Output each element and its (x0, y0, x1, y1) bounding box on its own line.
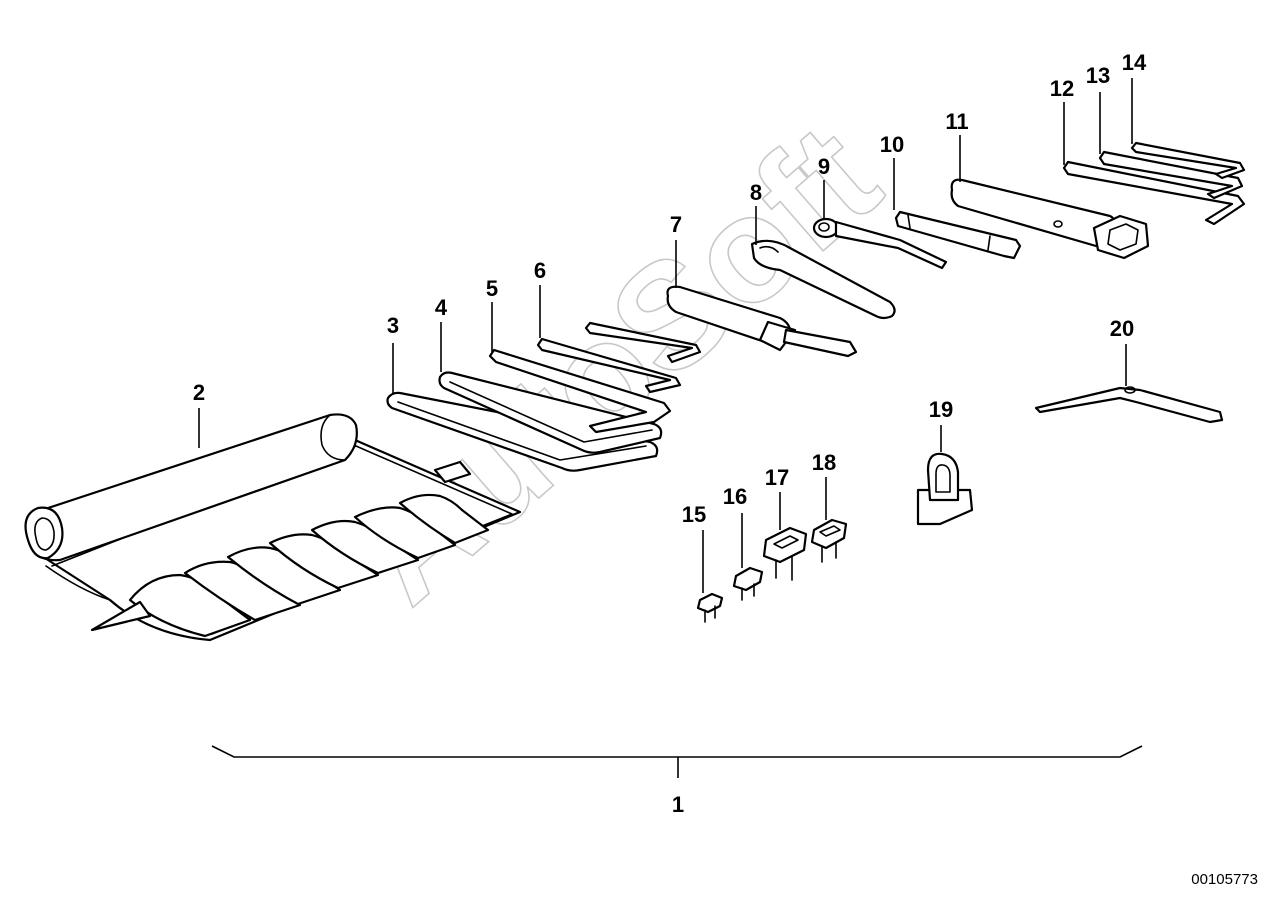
callout-12: 12 (1050, 76, 1074, 101)
long-tool-4-drawing (438, 371, 663, 454)
diagram-reference-number: 00105773 (1191, 871, 1258, 888)
callout-18: 18 (812, 450, 836, 475)
callout-9: 9 (818, 154, 830, 179)
fuse-18-drawing (810, 518, 848, 563)
callout-6: 6 (534, 258, 546, 283)
leader-lines (198, 78, 1143, 778)
callout-17: 17 (765, 465, 789, 490)
callout-5: 5 (486, 276, 498, 301)
fuse-17-drawing (762, 526, 808, 581)
callout-20: 20 (1110, 316, 1134, 341)
extension-bar-drawing (894, 210, 1022, 260)
callout-8: 8 (750, 180, 762, 205)
callout-19: 19 (929, 397, 953, 422)
hex-key-set-drawing (1062, 141, 1246, 226)
callout-2: 2 (193, 380, 205, 405)
callout-10: 10 (880, 132, 904, 157)
fuse-15-drawing (696, 592, 724, 623)
callout-4: 4 (435, 295, 448, 320)
callout-16: 16 (723, 484, 747, 509)
hubcap-wrench-drawing (1034, 386, 1224, 424)
callout-11: 11 (945, 109, 968, 134)
box-wrench-drawing (812, 217, 948, 270)
fuse-16-drawing (732, 566, 764, 601)
callout-labels: 1 2 3 4 5 6 7 8 9 10 11 12 13 14 15 16 1… (193, 50, 1147, 817)
callout-13: 13 (1086, 63, 1110, 88)
callout-3: 3 (387, 313, 399, 338)
callout-7: 7 (670, 212, 682, 237)
hex-key-6-drawing (536, 321, 702, 394)
screwdriver-drawing (666, 285, 858, 358)
socket-wrench-drawing (950, 178, 1150, 260)
spanner-drawing (750, 239, 896, 320)
callout-15: 15 (682, 502, 706, 527)
callout-1: 1 (672, 792, 684, 817)
clip-drawing (916, 452, 974, 526)
callout-14: 14 (1122, 50, 1147, 75)
hex-key-5-drawing (488, 348, 672, 434)
tool-roll-drawing (24, 413, 522, 642)
